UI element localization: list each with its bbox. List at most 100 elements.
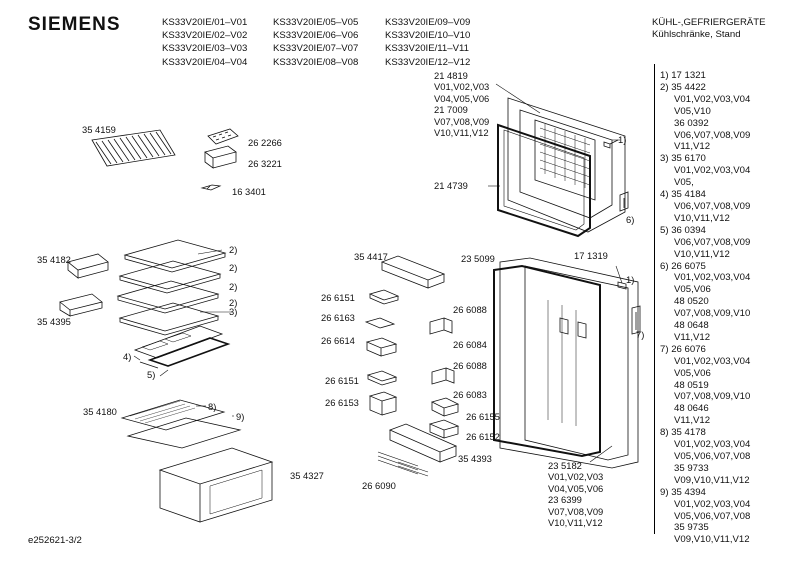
marker-1: 1): [618, 134, 627, 145]
callout-vegetable-drawer: 35 4327: [290, 470, 324, 481]
model-number: KS33V20IE/05–V05: [273, 17, 359, 28]
callout-bottle-bin: 35 4393: [458, 453, 492, 464]
legend-entry-head: 9) 35 4394: [660, 486, 706, 498]
glass-shelf: [118, 260, 222, 294]
bottle-holder: [430, 397, 460, 417]
bin-insert: [364, 317, 396, 329]
egg-tray: [207, 128, 239, 145]
callout-door-bin: 35 4417: [354, 251, 388, 262]
marker-2: 2): [229, 297, 238, 308]
legend-entry-line: V07,V08,V09,V10: [674, 308, 751, 320]
leader-lines: [133, 83, 623, 463]
door-hinge-bottom: [631, 305, 641, 335]
marker-3: 3): [229, 306, 238, 317]
legend-entry-line: V06,V07,V08,V09: [674, 200, 751, 212]
callout-fridge-door: 23 5182 V01,V02,V03 V04,V05,V06 23 6399 …: [548, 460, 604, 529]
callout-door-gasket: 23 5099: [461, 253, 495, 264]
model-number: KS33V20IE/03–V03: [162, 43, 248, 55]
marker-2: 2): [229, 244, 238, 255]
crisper-shelf: [126, 417, 242, 449]
legend-entry-line: V01,V02,V03,V04: [674, 93, 751, 105]
legend-entry-head: 2) 35 4422: [660, 81, 706, 93]
marker-2: 2): [229, 281, 238, 292]
brand-logo: SIEMENS: [28, 14, 121, 35]
butter-dish: [365, 337, 398, 357]
egg-rack: [368, 289, 400, 305]
callout-butter-box: 26 3221: [248, 158, 282, 169]
door-clip: [429, 317, 453, 335]
model-number: KS33V20IE/09–V09: [385, 17, 471, 28]
legend-entry-line: V07,V08,V09,V10: [674, 391, 751, 403]
model-number: KS33V20IE/07–V07: [273, 43, 359, 55]
category-line: Kühlschränke, Stand: [652, 29, 741, 40]
glass-shelf: [123, 239, 227, 273]
model-number: KS33V20IE/01–V01: [162, 17, 248, 28]
legend-entry-line: V01,V02,V03,V04: [674, 498, 751, 510]
legend-entry-head: 6) 26 6075: [660, 260, 706, 272]
door-hinge-top: [619, 191, 629, 212]
legend-entry-line: V01,V02,V03,V04: [674, 272, 751, 284]
callout-butter-dish: 26 6614: [321, 335, 355, 346]
callout-egg-rack: 26 6151: [321, 292, 355, 303]
callout-bin-insert: 26 6163: [321, 312, 355, 323]
glass-shelf: [116, 280, 220, 314]
freezer-door: [507, 97, 626, 233]
legend-entry-line: 48 0519: [674, 379, 709, 391]
vegetable-drawer: [158, 447, 274, 523]
freezer-door-gasket: [497, 123, 591, 238]
crisper-cover: [133, 325, 231, 369]
callout-door-clip-3: 26 6088: [453, 360, 487, 371]
callout-ice-tray: 35 4395: [37, 316, 71, 327]
callout-bottle-rack: 35 4180: [83, 406, 117, 417]
legend-entry-head: 8) 35 4178: [660, 427, 706, 439]
door-clip: [431, 367, 455, 385]
callout-bottle-holder-2: 26 6155: [466, 411, 500, 422]
legend-entry-line: V09,V10,V11,V12: [674, 534, 750, 546]
category-title: KÜHL-,GEFRIERGERÄTE Kühlschränke, Stand: [652, 17, 766, 41]
legend-entry-line: V05,V06: [674, 284, 711, 296]
callout-door-part: 17 1319: [574, 250, 608, 261]
marker-7: 7): [636, 329, 645, 340]
legend-entry-line: V05,V10: [674, 105, 711, 117]
marker-6: 6): [626, 214, 635, 225]
legend-entry-line: 48 0648: [674, 320, 709, 332]
bottle-retainers: [377, 451, 429, 477]
legend-entry-line: V01,V02,V03,V04: [674, 355, 751, 367]
callout-bottle-holder-3: 26 6152: [466, 431, 500, 442]
small-bin: [368, 391, 398, 416]
legend-entry-line: 36 0392: [674, 117, 709, 129]
legend-entry-head: 1) 17 1321: [660, 70, 706, 81]
door-bin: [380, 255, 446, 289]
fridge-door: [499, 257, 639, 469]
legend-entry-line: V09,V10,V11,V12: [674, 474, 750, 486]
callout-ice-scraper: 16 3401: [232, 186, 266, 197]
model-number: KS33V20IE/10–V10: [385, 30, 471, 42]
egg-rack: [366, 370, 398, 386]
marker-8: 8): [208, 401, 217, 412]
callout-door-clip-2: 26 6084: [453, 339, 487, 350]
legend-entry-line: 48 0520: [674, 296, 709, 308]
callout-freezer-door: 21 4819 V01,V02,V03 V04,V05,V06 21 7009 …: [434, 70, 490, 139]
legend-entry-line: 35 9735: [674, 522, 709, 534]
model-number: KS33V20IE/06–V06: [273, 30, 359, 42]
callout-egg-tray: 26 2266: [248, 137, 282, 148]
wire-shelf: [91, 129, 176, 167]
marker-1: 1): [626, 274, 635, 285]
ice-tray: [59, 293, 103, 317]
legend-entry-line: 48 0646: [674, 403, 709, 415]
legend-entry-line: V10,V11,V12: [674, 248, 730, 260]
butter-box: [204, 145, 237, 169]
marker-9: 9): [236, 411, 245, 422]
model-number: KS33V20IE/02–V02: [162, 30, 248, 42]
model-number: KS33V20IE/12–V12: [385, 56, 471, 68]
legend-entry-head: 5) 36 0394: [660, 224, 706, 236]
bottle-bin: [388, 423, 458, 463]
legend-entry-line: 35 9733: [674, 462, 709, 474]
callout-bottle-retainers: 26 6090: [362, 480, 396, 491]
callout-freezer-gasket: 21 4739: [434, 180, 468, 191]
legend-entry-line: V01,V02,V03,V04: [674, 439, 751, 451]
callout-small-bin: 26 6153: [325, 397, 359, 408]
marker-2: 2): [229, 262, 238, 273]
